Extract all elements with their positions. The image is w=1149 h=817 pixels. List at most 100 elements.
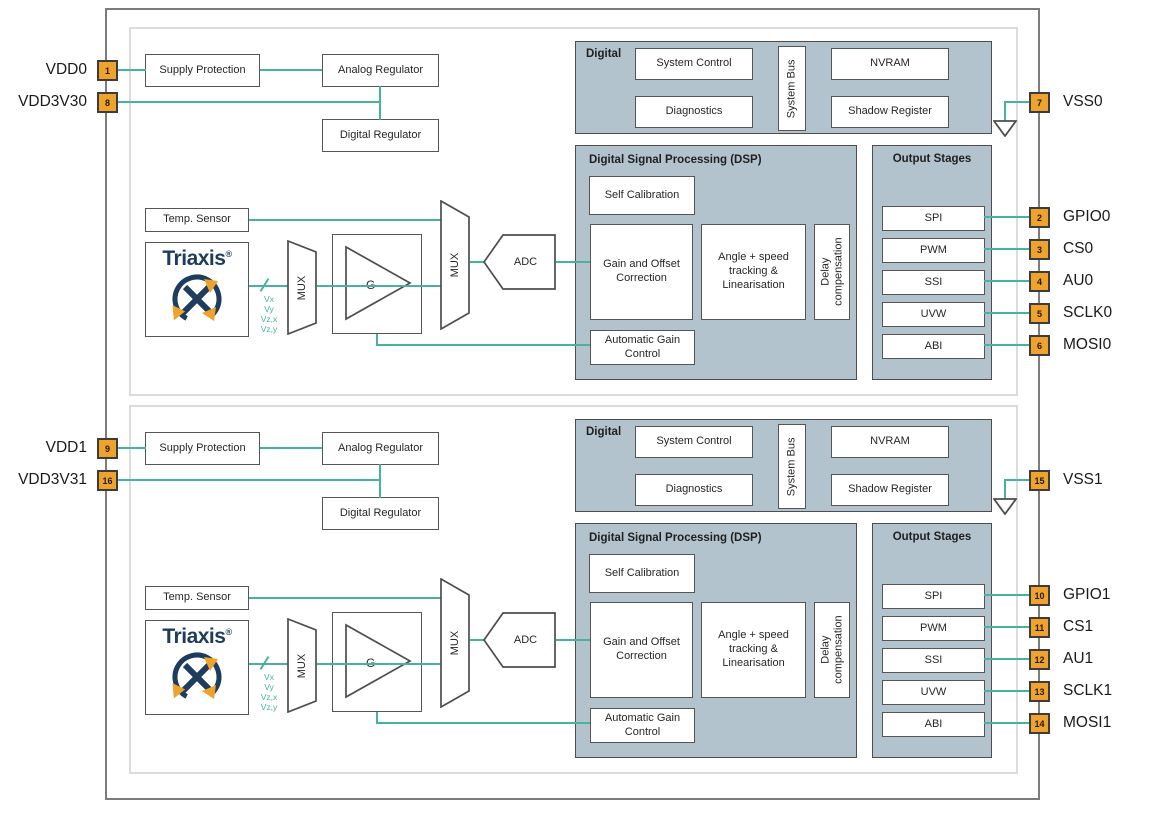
wire xyxy=(1004,101,1030,103)
pin-square: 1 xyxy=(97,60,118,81)
dsp-block-title: Digital Signal Processing (DSP) xyxy=(589,154,762,166)
wire xyxy=(249,597,441,599)
block-label: Diagnostics xyxy=(665,483,723,496)
supply-protection-block: Supply Protection xyxy=(145,54,260,87)
spi-block: SPI xyxy=(882,206,985,231)
block-label: Self Calibration xyxy=(604,566,680,579)
block-label: Self Calibration xyxy=(604,188,680,201)
wire xyxy=(379,86,381,120)
block-label: ABI xyxy=(924,339,943,352)
wire xyxy=(470,261,484,263)
block-label: MUX xyxy=(295,653,308,678)
pin-label: GPIO1 xyxy=(1063,586,1111,603)
pin-number: 5 xyxy=(1036,308,1042,319)
block-label: PWM xyxy=(920,243,947,256)
wire xyxy=(984,626,1030,628)
block-label: NVRAM xyxy=(870,435,910,448)
wire xyxy=(1004,101,1006,121)
wire xyxy=(984,216,1030,218)
block-label: Automatic Gain Control xyxy=(604,333,681,360)
triaxis-label: Triaxis xyxy=(162,247,226,270)
block-label: Automatic Gain Control xyxy=(604,711,681,738)
signal-label: Vx xyxy=(264,294,274,304)
pin-square: 2 xyxy=(1029,207,1050,228)
triaxis-emblem-icon xyxy=(172,652,222,702)
agc-block: Automatic Gain Control xyxy=(590,708,695,743)
block-label: Delay compensation xyxy=(819,615,845,685)
die-0-boundary: Supply Protection Analog Regulator Digit… xyxy=(18,27,1112,396)
registered-mark: ® xyxy=(225,249,232,259)
mux1-block: MUX xyxy=(287,240,317,335)
temp-sensor-block: Temp. Sensor xyxy=(145,208,249,232)
wire xyxy=(470,639,484,641)
pin-number: 14 xyxy=(1034,718,1045,729)
abi-block: ABI xyxy=(882,334,985,359)
shadow-register-block: Shadow Register xyxy=(831,96,949,128)
diagnostics-block: Diagnostics xyxy=(635,96,753,128)
die-1-boundary: Supply Protection Analog Regulator Digit… xyxy=(18,405,1112,774)
block-label: Analog Regulator xyxy=(337,441,423,454)
ground-icon xyxy=(993,120,1017,137)
pin-label: AU1 xyxy=(1063,650,1094,667)
pin-square: 7 xyxy=(1029,92,1050,113)
wire xyxy=(260,69,322,71)
pin-label: VDD3V31 xyxy=(18,471,87,488)
triaxis-sensor-block: Triaxis® xyxy=(145,620,249,715)
wire xyxy=(376,722,590,724)
nvram-block: NVRAM xyxy=(831,426,949,458)
angle-tracking-block: Angle + speed tracking & Linearisation xyxy=(701,224,806,320)
wire xyxy=(556,261,590,263)
wire xyxy=(984,248,1030,250)
pin-label: CS1 xyxy=(1063,618,1094,635)
signal-label: Vy xyxy=(264,304,274,314)
triaxis-label: Triaxis xyxy=(162,625,226,648)
digital-block: Digital System Control Diagnostics Syste… xyxy=(575,41,992,134)
system-control-block: System Control xyxy=(635,426,753,458)
amplifier-icon: G xyxy=(345,623,412,699)
wire xyxy=(1004,479,1006,499)
block-label: Digital Regulator xyxy=(339,128,422,141)
pin-square: 8 xyxy=(97,92,118,113)
block-label: SSI xyxy=(924,653,943,666)
system-bus-block: System Bus xyxy=(778,424,806,509)
ssi-block: SSI xyxy=(882,648,985,673)
ssi-block: SSI xyxy=(882,270,985,295)
block-label: Shadow Register xyxy=(848,105,932,118)
pin-number: 9 xyxy=(104,443,110,454)
block-label: NVRAM xyxy=(870,57,910,70)
signal-label: Vz,x xyxy=(260,314,278,324)
pin-square: 9 xyxy=(97,438,118,459)
pin-number: 8 xyxy=(104,97,110,108)
pin-label: MOSI1 xyxy=(1063,714,1112,731)
gain-offset-block: Gain and Offset Correction xyxy=(590,224,693,320)
wire xyxy=(984,312,1030,314)
pin-number: 13 xyxy=(1034,686,1045,697)
pin-square: 11 xyxy=(1029,617,1050,638)
spi-block: SPI xyxy=(882,584,985,609)
wire xyxy=(984,280,1030,282)
signal-label: Vz,y xyxy=(260,324,278,334)
self-calibration-block: Self Calibration xyxy=(589,176,695,215)
delay-compensation-block: Delay compensation xyxy=(814,224,850,320)
wire xyxy=(249,663,288,665)
block-label: Angle + speed tracking & Linearisation xyxy=(718,629,789,669)
block-label: System Bus xyxy=(785,59,798,118)
dsp-block: Digital Signal Processing (DSP) Self Cal… xyxy=(575,145,857,380)
pin-label: VDD0 xyxy=(45,61,87,78)
wire xyxy=(376,712,378,724)
pin-square: 5 xyxy=(1029,303,1050,324)
block-label: Diagnostics xyxy=(665,105,723,118)
wire xyxy=(984,594,1030,596)
block-label: Digital Regulator xyxy=(339,506,422,519)
registered-mark: ® xyxy=(225,627,232,637)
ground-icon xyxy=(993,498,1017,515)
pin-label: SCLK1 xyxy=(1063,682,1113,699)
digital-block-title: Digital xyxy=(586,426,622,438)
shadow-register-block: Shadow Register xyxy=(831,474,949,506)
pin-label: CS0 xyxy=(1063,240,1094,257)
block-label: SSI xyxy=(924,275,943,288)
pin-number: 15 xyxy=(1034,475,1045,486)
block-label: ADC xyxy=(513,256,538,268)
abi-block: ABI xyxy=(882,712,985,737)
block-label: Temp. Sensor xyxy=(163,591,231,604)
